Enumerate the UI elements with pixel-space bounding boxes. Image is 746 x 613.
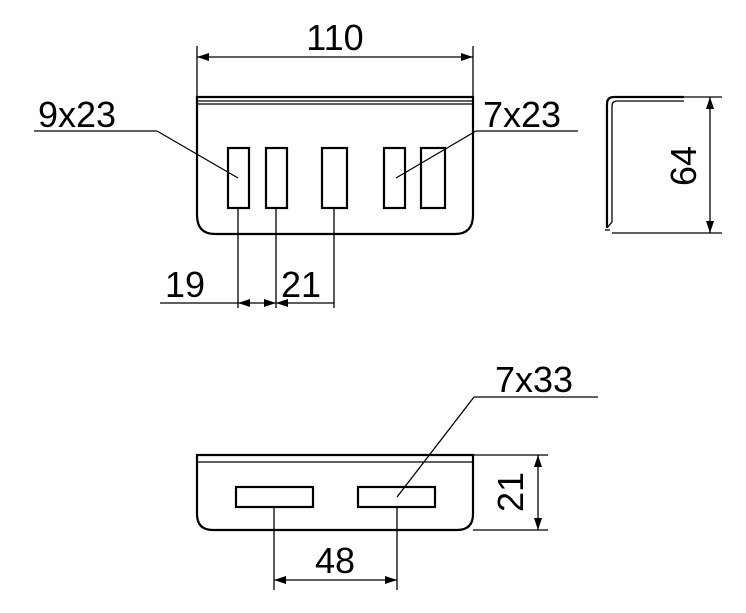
callout-9x23-label: 9x23 xyxy=(38,94,116,135)
dimension-48-label: 48 xyxy=(315,540,355,581)
dimension-21: 21 xyxy=(473,454,548,531)
callout-7x33-label: 7x33 xyxy=(495,359,573,400)
slot-4 xyxy=(382,146,407,210)
callout-7x33: 7x33 xyxy=(396,359,598,498)
slot-5 xyxy=(419,146,447,210)
slot-3 xyxy=(320,146,349,210)
dimension-64-label: 64 xyxy=(663,146,704,186)
top-view: 110 9x23 7x23 19 21 xyxy=(34,17,578,308)
callout-9x23: 9x23 xyxy=(34,94,239,179)
dimension-19-21: 19 21 xyxy=(160,208,335,308)
dimension-110-label: 110 xyxy=(306,17,363,58)
slot-2 xyxy=(264,146,289,210)
side-view-profile xyxy=(605,95,684,228)
long-slot-2 xyxy=(356,485,437,509)
long-slot-1 xyxy=(234,485,315,509)
slot-1 xyxy=(226,146,251,210)
bottom-view: 7x33 21 48 xyxy=(195,359,598,590)
bottom-view-outline xyxy=(195,453,475,532)
side-view: 64 xyxy=(605,95,722,234)
dimension-110: 110 xyxy=(196,17,474,97)
dimension-19-label: 19 xyxy=(165,264,205,305)
dimension-64: 64 xyxy=(612,96,722,234)
dimension-48: 48 xyxy=(273,507,398,590)
dimension-21-side-label: 21 xyxy=(490,472,531,512)
top-view-outline xyxy=(195,95,475,236)
callout-7x23-label: 7x23 xyxy=(483,94,561,135)
callout-7x23: 7x23 xyxy=(395,94,578,179)
dimension-21-label: 21 xyxy=(281,264,321,305)
